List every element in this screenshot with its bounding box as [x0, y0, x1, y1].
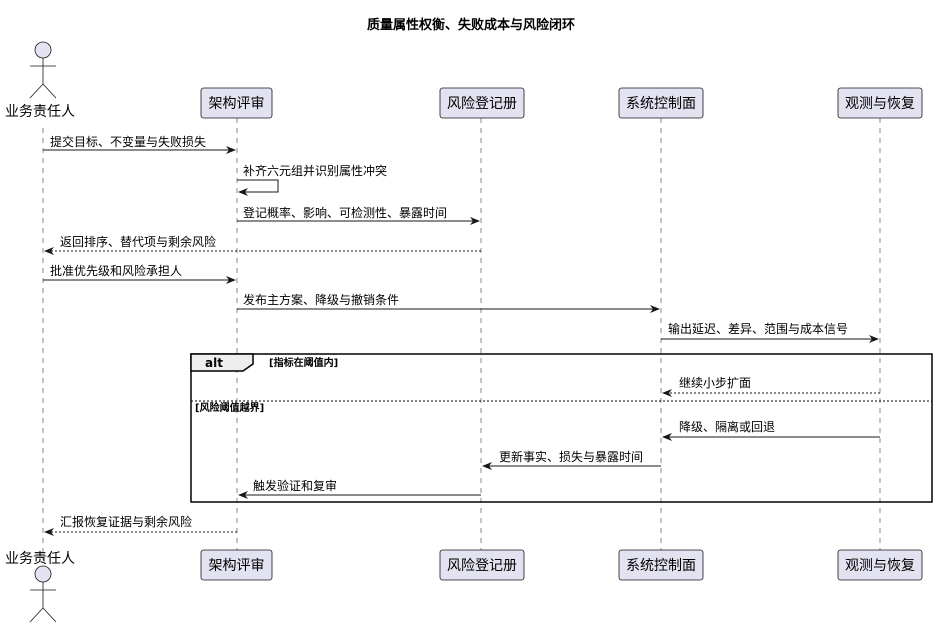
- alt-fragment-frame: [190, 353, 933, 503]
- message-label-1: 提交目标、不变量与失败损失: [50, 134, 206, 149]
- message-label-7: 输出延迟、差异、范围与成本信号: [668, 321, 848, 336]
- participant-review-box-top: [200, 87, 273, 119]
- alt-fragment-label: alt: [205, 356, 223, 370]
- diagram-title: 质量属性权衡、失败成本与风险闭环: [367, 17, 575, 33]
- participant-review-label-top: 架构评审: [209, 96, 265, 112]
- actor-owner-label-top: 业务责任人: [5, 104, 75, 120]
- participant-observe-box-bottom: [837, 549, 923, 581]
- message-label-3: 登记概率、影响、可检测性、暴露时间: [243, 205, 447, 220]
- participant-observe-label-top: 观测与恢复: [845, 95, 915, 112]
- message-label-6: 发布主方案、降级与撤销条件: [243, 292, 399, 307]
- participant-registry-box-bottom: [439, 549, 525, 581]
- participant-control-box-bottom: [618, 549, 704, 581]
- participant-control-label-top: 系统控制面: [626, 96, 696, 112]
- actor-head-icon: [34, 41, 52, 59]
- participant-review-label-bottom: 架构评审: [209, 558, 265, 574]
- message-label-8: 继续小步扩面: [679, 376, 751, 390]
- alt-condition-1: [指标在阈值内]: [269, 356, 338, 369]
- participant-observe-box-top: [837, 87, 923, 119]
- message-label-10: 更新事实、损失与暴露时间: [499, 449, 643, 464]
- participant-observe-label-bottom: 观测与恢复: [845, 557, 915, 574]
- participant-registry-box-top: [439, 87, 525, 119]
- message-label-5: 批准优先级和风险承担人: [50, 263, 182, 278]
- message-label-2: 补齐六元组并识别属性冲突: [243, 163, 387, 178]
- message-label-9: 降级、隔离或回退: [679, 419, 775, 434]
- message-label-11: 触发验证和复审: [253, 478, 337, 493]
- participant-registry-label-top: 风险登记册: [447, 96, 517, 112]
- message-label-12: 汇报恢复证据与剩余风险: [60, 514, 192, 529]
- alt-condition-2: [风险阈值越界]: [195, 401, 264, 414]
- actor-owner-label-bottom: 业务责任人: [5, 551, 75, 567]
- participant-control-label-bottom: 系统控制面: [626, 558, 696, 574]
- message-arrow-2: [237, 179, 279, 196]
- participant-control-box-top: [618, 87, 704, 119]
- message-label-4: 返回排序、替代项与剩余风险: [60, 234, 216, 249]
- alt-fragment-tab: [190, 353, 254, 372]
- actor-head-icon: [34, 565, 52, 583]
- participant-registry-label-bottom: 风险登记册: [447, 558, 517, 574]
- actor-owner-bottom: 业务责任人: [5, 551, 75, 623]
- actor-owner-top: 业务责任人: [5, 41, 75, 120]
- participant-review-box-bottom: [200, 549, 273, 581]
